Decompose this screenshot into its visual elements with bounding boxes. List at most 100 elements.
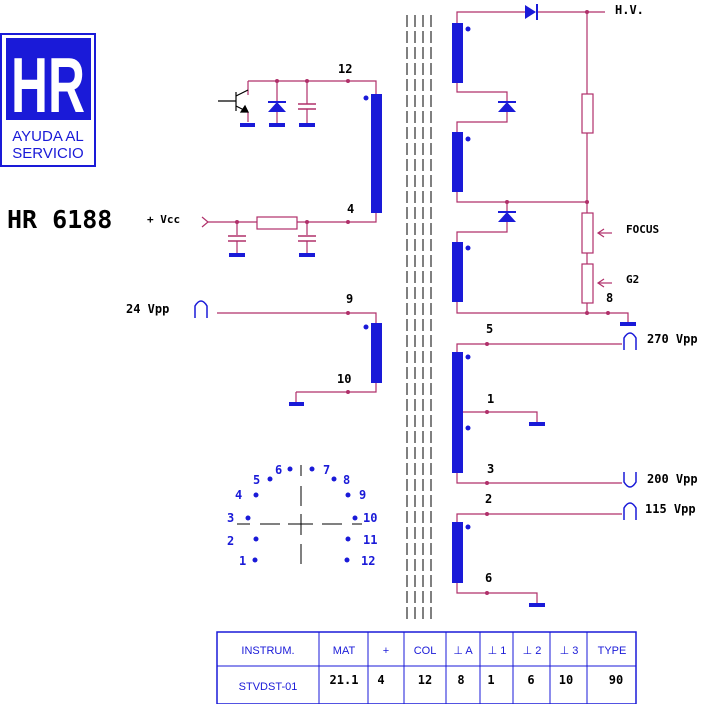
g2-wiper-arrow-icon — [596, 278, 605, 288]
table-header-cell: ⊥ 2 — [523, 645, 542, 657]
inverted-pulse-waveform-icon — [623, 472, 637, 488]
polarity-dot — [363, 324, 369, 330]
primary-winding — [371, 94, 382, 213]
polarity-dot — [465, 245, 471, 251]
polarity-dot — [465, 425, 471, 431]
table-value-cell: 10 — [559, 673, 573, 687]
ground-icon — [269, 123, 285, 127]
vpp270-label: 270 Vpp — [647, 332, 698, 346]
vpp24-label: 24 Vpp — [126, 302, 169, 316]
vcc-input-arrow — [201, 216, 209, 228]
hv-output-diode — [525, 4, 538, 20]
aux-winding — [371, 323, 382, 383]
pinout-number-8: 8 — [343, 473, 350, 487]
damper-diode — [268, 101, 286, 127]
table-value-cell: 1 — [487, 673, 494, 687]
polarity-dot — [465, 354, 471, 360]
pinout-number-9: 9 — [359, 488, 366, 502]
table-value-cell: 6 — [527, 673, 534, 687]
table-header-cell: TYPE — [598, 645, 627, 657]
ground-icon — [289, 402, 304, 406]
table-value-cell: 4 — [377, 673, 384, 687]
pulse-waveform-icon — [623, 502, 637, 520]
pinout-dots — [245, 466, 358, 563]
table-header-cell: ⊥ A — [453, 645, 473, 657]
ground-icon — [229, 253, 245, 257]
vpp200-label: 200 Vpp — [647, 472, 698, 486]
polarity-dot — [363, 95, 369, 101]
supply-resistor — [256, 216, 298, 230]
table-grid — [217, 632, 636, 704]
pinout-number-12: 12 — [361, 554, 375, 568]
pin-label-1: 1 — [487, 392, 494, 406]
logo-tagline-line2: SERVICIO — [12, 145, 83, 162]
cascade-diode-2 — [498, 211, 516, 222]
pin-label-12: 12 — [338, 62, 352, 76]
filter-capacitor-2 — [298, 235, 316, 257]
polarity-dot — [465, 524, 471, 530]
pinout-number-1: 1 — [239, 554, 246, 568]
ground-icon — [529, 603, 545, 607]
hv-winding-1 — [452, 23, 463, 83]
pin-label-6: 6 — [485, 571, 492, 585]
logo-tagline-line1: AYUDA AL — [12, 128, 83, 145]
pinout-number-5: 5 — [253, 473, 260, 487]
pulse-waveform-icon — [194, 300, 208, 318]
transistor — [218, 89, 249, 122]
table-header-row: INSTRUM. MAT + COL ⊥ A ⊥ 1 ⊥ 2 ⊥ 3 TYPE — [241, 645, 626, 657]
table-header-cell: COL — [414, 645, 437, 657]
pin-label-5: 5 — [486, 322, 493, 336]
pinout-axes — [237, 465, 362, 564]
pinout-number-3: 3 — [227, 511, 234, 525]
hv-winding-3 — [452, 242, 463, 302]
hv-winding-2 — [452, 132, 463, 192]
pin-label-3: 3 — [487, 462, 494, 476]
hv-label: H.V. — [615, 3, 644, 17]
bleeder-resistor — [581, 93, 594, 134]
table-frame — [216, 631, 637, 704]
pinout-number-7: 7 — [323, 463, 330, 477]
transformer-core — [406, 15, 432, 622]
cascade-diode-1 — [498, 101, 516, 112]
hr-logo: HR AYUDA AL SERVICIO — [0, 33, 96, 167]
table-value-cell: STVDST-01 — [239, 681, 298, 693]
pin-label-10: 10 — [337, 372, 351, 386]
wiring — [208, 11, 629, 603]
pin-label-9: 9 — [346, 292, 353, 306]
vpp115-label: 115 Vpp — [645, 502, 696, 516]
table-header-cell: ⊥ 1 — [488, 645, 507, 657]
secondary-winding-1 — [452, 352, 463, 473]
pinout-diagram: 1 2 3 4 5 6 7 8 9 10 11 12 — [227, 463, 377, 568]
focus-label: FOCUS — [626, 223, 659, 236]
focus-potentiometer — [581, 212, 594, 254]
vcc-label: + Vcc — [147, 213, 180, 226]
pinout-number-4: 4 — [235, 488, 242, 502]
wire-junctions — [235, 10, 610, 595]
ground-icon — [240, 123, 255, 127]
logo-letters: HR — [11, 41, 85, 129]
table-header-cell: + — [383, 645, 389, 657]
spec-table: INSTRUM. MAT + COL ⊥ A ⊥ 1 ⊥ 2 ⊥ 3 TYPE … — [216, 631, 637, 704]
table-header-cell: MAT — [333, 645, 356, 657]
pinout-number-2: 2 — [227, 534, 234, 548]
table-header-cell: INSTRUM. — [241, 645, 294, 657]
table-value-cell: 12 — [418, 673, 432, 687]
pinout-numbers: 1 2 3 4 5 6 7 8 9 10 11 12 — [227, 463, 377, 568]
table-value-cell: 8 — [457, 673, 464, 687]
table-value-cell: 90 — [609, 673, 623, 687]
g2-potentiometer — [581, 263, 594, 304]
pin-label-8: 8 — [606, 291, 613, 305]
filter-capacitor-1 — [228, 235, 246, 257]
polarity-dot — [465, 26, 471, 32]
ground-icon — [529, 422, 545, 426]
g2-label: G2 — [626, 273, 639, 286]
ground-icon — [299, 123, 315, 127]
model-number: HR 6188 — [7, 205, 112, 234]
pinout-number-6: 6 — [275, 463, 282, 477]
pulse-waveform-icon — [623, 332, 637, 350]
table-value-cell: 21.1 — [330, 673, 359, 687]
table-header-cell: ⊥ 3 — [560, 645, 579, 657]
pinout-number-11: 11 — [363, 533, 377, 547]
